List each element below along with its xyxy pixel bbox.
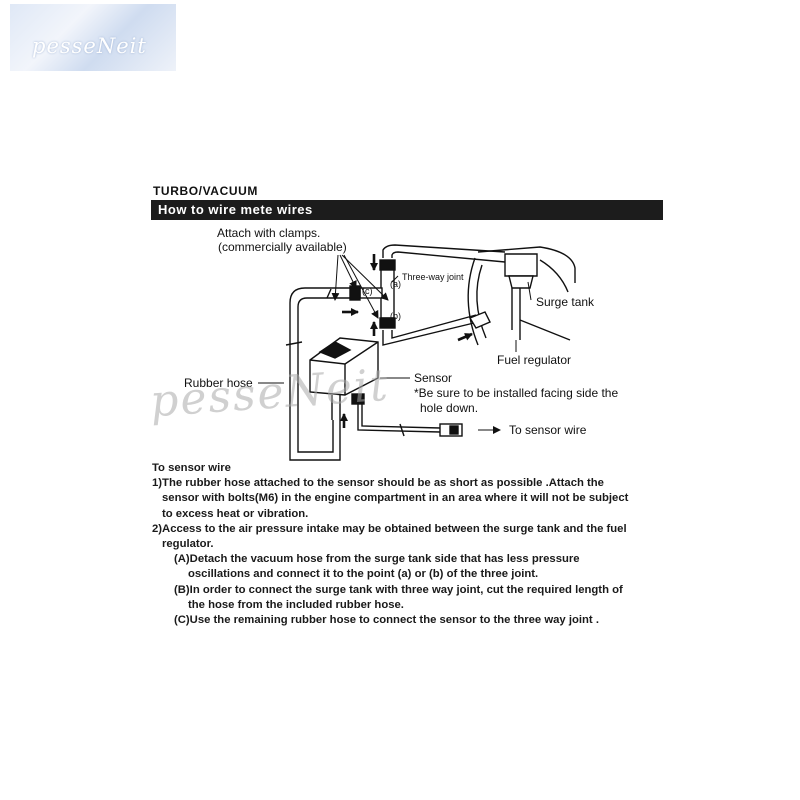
sensor-note-line2: hole down. xyxy=(420,401,479,415)
lower-hose xyxy=(382,311,491,346)
note-1-line-1: 1)The rubber hose attached to the sensor… xyxy=(152,477,604,490)
sensor-label: Sensor xyxy=(414,371,453,385)
note-2-line-1: 2)Access to the air pressure intake may … xyxy=(152,522,627,535)
note-2a-line-2: oscillations and connect it to the point… xyxy=(188,568,539,581)
note-2a-line-1: (A)Detach the vacuum hose from the surge… xyxy=(174,553,580,566)
label-pointers xyxy=(258,275,532,434)
upper-hose xyxy=(382,244,506,263)
rubber-hose-label: Rubber hose xyxy=(184,376,253,390)
point-b-label: (b) xyxy=(390,311,401,321)
note-2c-line-1: (C)Use the remaining rubber hose to conn… xyxy=(174,614,599,627)
clamp-callouts xyxy=(331,254,389,319)
three-way-joint xyxy=(349,259,396,329)
section-heading: TURBO/VACUUM xyxy=(153,184,258,198)
notes-title: To sensor wire xyxy=(152,462,231,474)
point-c-label: (c) xyxy=(362,286,373,296)
watermark-box: pesseNeit xyxy=(10,4,176,71)
sensor-note-line1: *Be sure to be installed facing side the xyxy=(414,386,619,400)
attach-clamps-label: Attach with clamps. xyxy=(217,226,321,240)
note-1-line-3: to excess heat or vibration. xyxy=(162,507,309,520)
surge-tank-label: Surge tank xyxy=(536,295,595,309)
instruction-notes: To sensor wire 1)The rubber hose attache… xyxy=(152,461,672,628)
surge-tank xyxy=(467,246,576,346)
sensor-wire xyxy=(357,404,463,437)
commercially-available-label: (commercially available) xyxy=(218,240,347,254)
sensor xyxy=(309,337,379,420)
watermark-text: pesseNeit xyxy=(32,34,147,58)
fuel-regulator xyxy=(504,253,538,340)
note-2-line-2: regulator. xyxy=(162,538,214,551)
point-a-label: (a) xyxy=(390,279,401,289)
note-2b-line-1: (B)In order to connect the surge tank wi… xyxy=(174,583,623,596)
flow-arrows xyxy=(340,254,473,428)
note-2b-line-2: the hose from the included rubber hose. xyxy=(188,598,404,611)
to-sensor-wire-label: To sensor wire xyxy=(509,423,587,437)
three-way-joint-label: Three-way joint xyxy=(402,272,464,282)
section-banner: How to wire mete wires xyxy=(151,200,663,220)
rubber-hose xyxy=(285,287,350,461)
fuel-regulator-label: Fuel regulator xyxy=(497,353,572,367)
note-1-line-2: sensor with bolts(M6) in the engine comp… xyxy=(162,492,629,505)
